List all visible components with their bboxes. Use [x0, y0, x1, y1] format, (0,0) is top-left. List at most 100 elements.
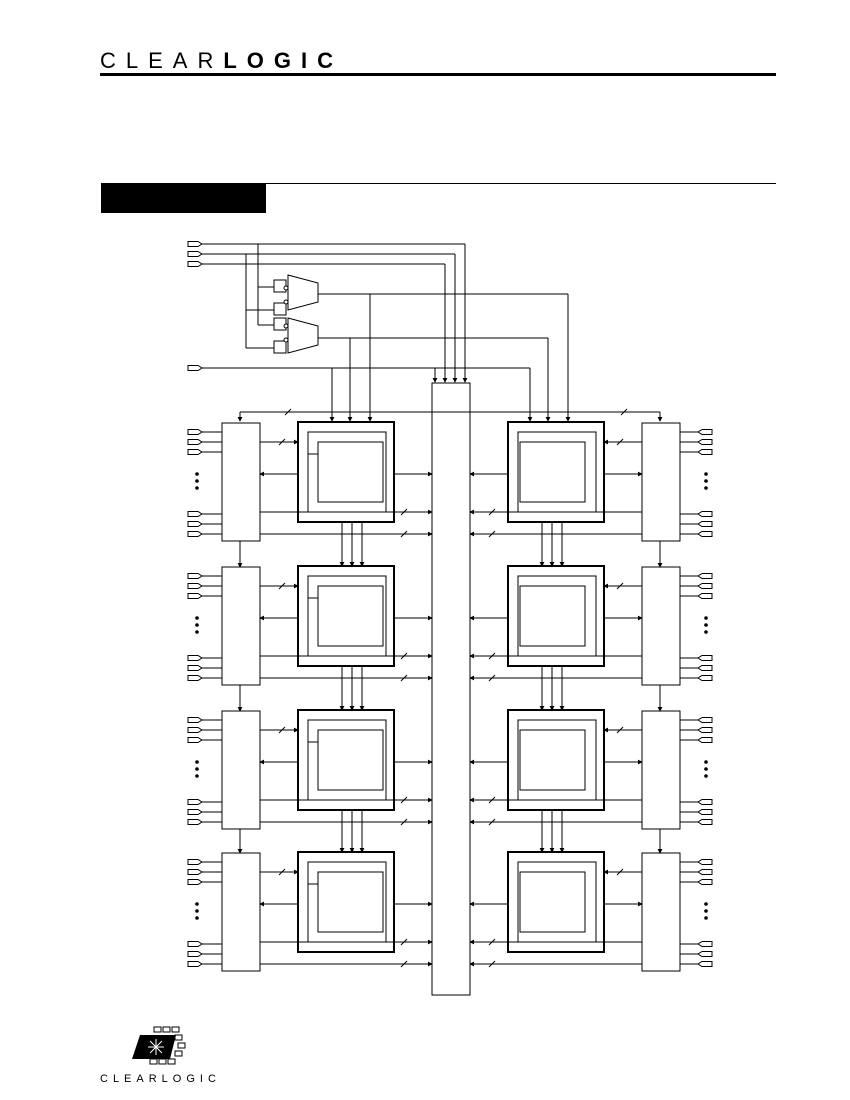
input-pin-icon [697, 429, 713, 435]
input-pin-icon [187, 727, 203, 733]
bus-slash [616, 438, 624, 446]
input-pin-icon [187, 737, 203, 743]
brand-clear: CLEAR [100, 48, 224, 73]
input-pin-icon [697, 583, 713, 589]
bus-slash [400, 674, 408, 682]
bus-slash [488, 530, 496, 538]
macrocell-inner [519, 441, 586, 503]
io-control-block [641, 710, 681, 830]
bus-slash [488, 818, 496, 826]
input-pin-icon [187, 799, 203, 805]
input-pin-icon [187, 593, 203, 599]
bus-slash [616, 868, 624, 876]
bus-slash [284, 408, 292, 416]
bus-slash [488, 960, 496, 968]
gate-input-box [273, 317, 287, 331]
input-pin-icon [187, 583, 203, 589]
bus-slash [400, 818, 408, 826]
bus-slash [616, 726, 624, 734]
input-pin-icon [187, 429, 203, 435]
input-pin-icon [187, 879, 203, 885]
ellipsis-icon [195, 767, 199, 771]
input-pin-icon [697, 951, 713, 957]
ellipsis-icon [195, 909, 199, 913]
ellipsis-icon [195, 486, 199, 490]
ellipsis-icon [704, 902, 708, 906]
macrocell-group [307, 575, 387, 657]
logic-array-block [297, 709, 395, 811]
macrocell-inner [519, 585, 586, 647]
input-pin-icon [697, 961, 713, 967]
inverter-bubble [283, 285, 289, 291]
io-control-block [221, 422, 261, 542]
input-pin-icon [697, 665, 713, 671]
ellipsis-icon [195, 774, 199, 778]
ellipsis-icon [704, 916, 708, 920]
ellipsis-icon [704, 472, 708, 476]
io-control-block [221, 710, 261, 830]
input-pin-icon [697, 737, 713, 743]
ellipsis-icon [195, 902, 199, 906]
input-pin-icon [187, 261, 203, 267]
bus-slash [400, 530, 408, 538]
inverter-bubble [283, 323, 289, 329]
section-title-bar [101, 183, 266, 213]
inverter-bubble [283, 299, 289, 305]
macrocell-group [517, 431, 597, 513]
input-pin-icon [697, 511, 713, 517]
input-pin-icon [187, 859, 203, 865]
input-pin-icon [697, 449, 713, 455]
input-pin-icon [187, 819, 203, 825]
logic-array-block [297, 565, 395, 667]
input-pin-icon [697, 879, 713, 885]
io-control-block [641, 566, 681, 686]
gate-input-box [273, 279, 287, 293]
input-pin-icon [187, 941, 203, 947]
input-pin-icon [697, 521, 713, 527]
bus-slash [488, 674, 496, 682]
input-pin-icon [187, 241, 203, 247]
brand-header: CLEARLOGIC [100, 48, 343, 74]
input-pin-icon [187, 869, 203, 875]
logic-array-block [507, 709, 605, 811]
ellipsis-icon [704, 486, 708, 490]
input-pin-icon [697, 439, 713, 445]
ellipsis-icon [704, 616, 708, 620]
bus-slash [488, 508, 496, 516]
input-pin-icon [187, 365, 203, 371]
ellipsis-icon [704, 479, 708, 483]
input-pin-icon [187, 961, 203, 967]
ellipsis-icon [704, 774, 708, 778]
ellipsis-icon [704, 630, 708, 634]
input-pin-icon [187, 511, 203, 517]
io-control-block [221, 566, 261, 686]
macrocell-group [517, 719, 597, 801]
ellipsis-icon [195, 479, 199, 483]
clearlogic-logo-icon [132, 1026, 186, 1065]
bus-slash [400, 508, 408, 516]
gate-input-box [273, 302, 287, 316]
bus-slash [488, 652, 496, 660]
macrocell-group [307, 861, 387, 943]
bus-slash [400, 796, 408, 804]
input-pin-icon [187, 665, 203, 671]
input-pin-icon [187, 655, 203, 661]
input-pin-icon [187, 573, 203, 579]
footer-brand: CLEARLOGIC [100, 1073, 221, 1085]
macrocell-inner [317, 585, 384, 647]
ellipsis-icon [195, 623, 199, 627]
io-control-block [641, 422, 681, 542]
macrocell-inner [317, 441, 384, 503]
macrocell-inner [317, 729, 384, 791]
macrocell-group [307, 719, 387, 801]
input-pin-icon [187, 531, 203, 537]
macrocell-group [517, 575, 597, 657]
bus-slash [400, 960, 408, 968]
input-pin-icon [187, 439, 203, 445]
macrocell-inner [317, 871, 384, 933]
input-pin-icon [187, 951, 203, 957]
inverter-bubble [283, 337, 289, 343]
input-pin-icon [697, 675, 713, 681]
ellipsis-icon [704, 909, 708, 913]
